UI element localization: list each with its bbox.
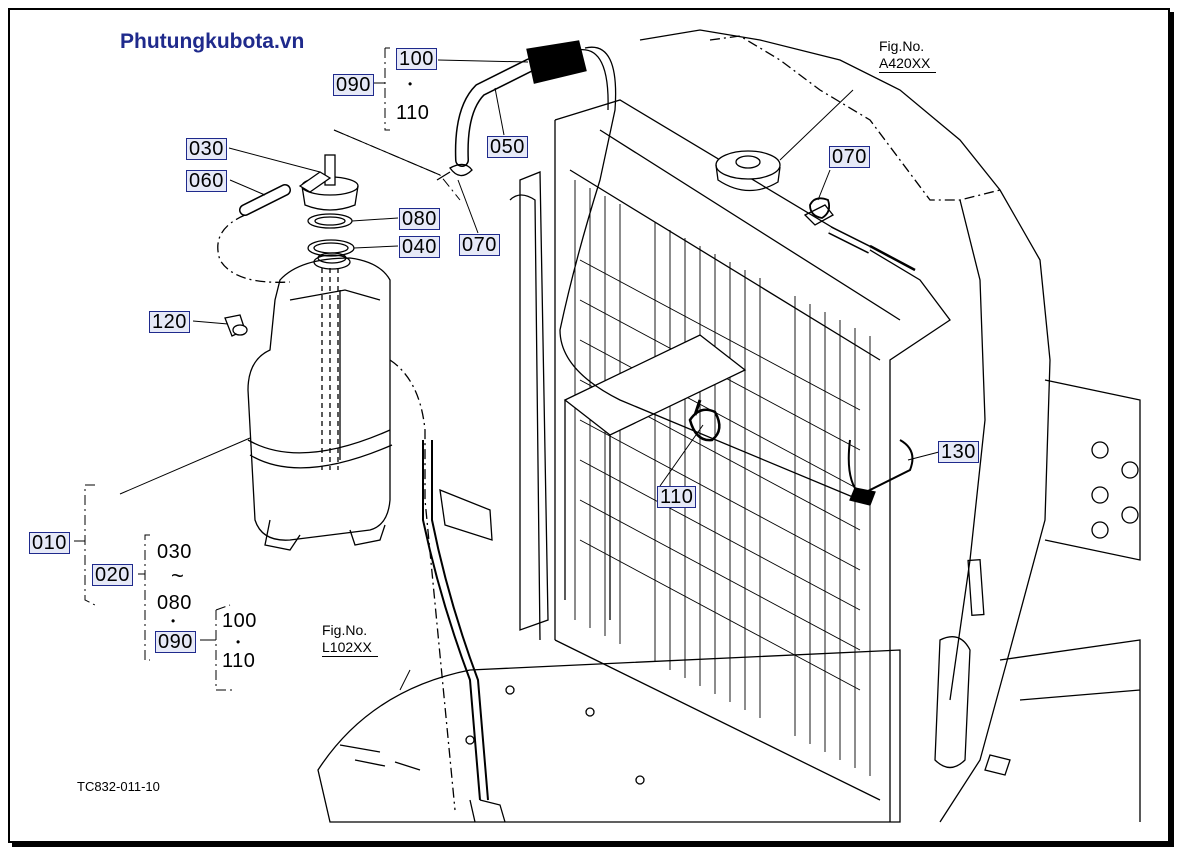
fig-ref-l102: Fig.No. L102XX bbox=[322, 622, 378, 657]
callout-050[interactable]: 050 bbox=[487, 136, 528, 158]
reserve-tank bbox=[247, 252, 393, 551]
callout-120[interactable]: 120 bbox=[149, 311, 190, 333]
callout-080[interactable]: 080 bbox=[399, 208, 440, 230]
tank-cap-assembly bbox=[298, 154, 359, 257]
callout-130[interactable]: 130 bbox=[938, 441, 979, 463]
tank-strap bbox=[389, 359, 456, 811]
fig-ref-line1: Fig.No. bbox=[322, 622, 368, 638]
callout-070-right[interactable]: 070 bbox=[829, 146, 870, 168]
clamp-110 bbox=[688, 408, 721, 442]
group-tilde: ~ bbox=[171, 563, 185, 588]
callout-090-top[interactable]: 090 bbox=[333, 74, 374, 96]
callout-110-top[interactable]: 110 bbox=[396, 102, 430, 124]
radiator-cap bbox=[715, 150, 781, 192]
radiator-frame bbox=[554, 99, 951, 822]
overflow-hose bbox=[559, 46, 861, 501]
callout-060[interactable]: 060 bbox=[186, 170, 227, 192]
group-090[interactable]: 090 bbox=[155, 631, 196, 653]
clamp-070 bbox=[809, 197, 831, 219]
group-dot-2: • bbox=[236, 635, 241, 649]
callout-020[interactable]: 020 bbox=[92, 564, 133, 586]
callout-070-left[interactable]: 070 bbox=[459, 234, 500, 256]
clamp-130 bbox=[847, 439, 914, 497]
group-030: 030 bbox=[157, 541, 192, 563]
drawing-frame bbox=[8, 8, 1170, 843]
fig-ref-line2: L102XX bbox=[322, 639, 378, 657]
fig-ref-line1: Fig.No. bbox=[879, 38, 925, 54]
fig-ref-a420: Fig.No. A420XX bbox=[879, 38, 937, 73]
fig-ref-line2: A420XX bbox=[879, 55, 937, 73]
callout-010[interactable]: 010 bbox=[29, 532, 70, 554]
group-dot-1: • bbox=[171, 614, 176, 628]
leader-lines bbox=[119, 59, 940, 691]
separator-dot-top: • bbox=[408, 77, 413, 91]
drawing-code: TC832-011-10 bbox=[77, 779, 160, 794]
callout-110-mid[interactable]: 110 bbox=[657, 486, 697, 508]
watermark: Phutungkubota.vn bbox=[120, 30, 305, 53]
group-080: 080 bbox=[157, 592, 192, 614]
floor-plate bbox=[317, 649, 901, 823]
callout-100-top[interactable]: 100 bbox=[396, 48, 437, 70]
group-110: 110 bbox=[222, 650, 256, 672]
group-100: 100 bbox=[222, 610, 257, 632]
hose-spring bbox=[526, 40, 587, 84]
machine-frame bbox=[639, 29, 1051, 823]
callout-040[interactable]: 040 bbox=[399, 236, 440, 258]
bolt-120 bbox=[224, 314, 248, 337]
mount-bracket bbox=[563, 334, 747, 436]
callout-030[interactable]: 030 bbox=[186, 138, 227, 160]
